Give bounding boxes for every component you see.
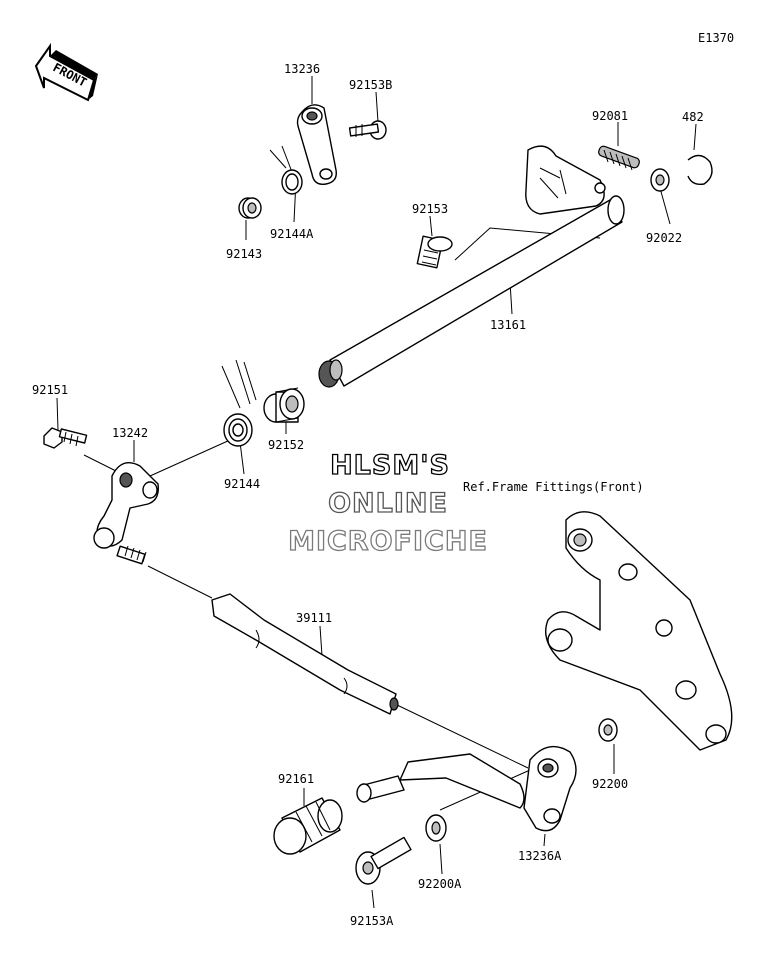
- label-92152: 92152: [268, 438, 304, 452]
- label-92144: 92144: [224, 477, 260, 491]
- part-92200-washer: [598, 718, 618, 742]
- part-92151-bolt: [43, 427, 88, 449]
- part-92022-washer: [650, 168, 670, 192]
- part-39111-tie-rod: [211, 593, 399, 715]
- part-92161-rubber: [273, 797, 343, 855]
- label-92200A: 92200A: [418, 877, 462, 891]
- watermark-line-1: HLSM'S: [330, 450, 450, 481]
- label-92143: 92143: [226, 247, 262, 261]
- diagram-code: E1370: [698, 31, 734, 45]
- label-39111: 39111: [296, 611, 332, 625]
- ref-note: Ref.Frame Fittings(Front): [463, 480, 644, 494]
- label-13242: 13242: [112, 426, 148, 440]
- label-13236: 13236: [284, 62, 320, 76]
- part-482-circlip: [687, 154, 713, 186]
- watermark-line-3: MICROFICHE: [288, 526, 488, 557]
- leader-lines: [56, 76, 697, 909]
- part-13161-shift-shaft: [318, 145, 625, 388]
- part-92153-bolt: [416, 235, 453, 269]
- frame-fitting: [545, 511, 733, 751]
- part-13242-shift-arm: [93, 462, 159, 565]
- label-92151: 92151: [32, 383, 68, 397]
- label-92153B: 92153B: [349, 78, 392, 92]
- label-13236A: 13236A: [518, 849, 562, 863]
- label-92153A: 92153A: [350, 914, 394, 928]
- label-92081: 92081: [592, 109, 628, 123]
- label-92153: 92153: [412, 202, 448, 216]
- part-13236-shift-arm: [296, 104, 337, 185]
- watermark-line-2: ONLINE: [328, 488, 448, 519]
- part-92153B-bolt: [348, 120, 387, 140]
- front-arrow-icon: FRONT: [34, 42, 98, 102]
- label-92022: 92022: [646, 231, 682, 245]
- label-482: 482: [682, 110, 704, 124]
- label-92200: 92200: [592, 777, 628, 791]
- part-92144A-spring: [269, 145, 303, 195]
- label-92144A: 92144A: [270, 227, 314, 241]
- label-13161: 13161: [490, 318, 526, 332]
- part-92153A-bolt: [355, 836, 412, 885]
- part-92143-collar: [238, 197, 262, 219]
- part-92081-spring: [598, 145, 640, 171]
- part-13236A-shift-pedal: [356, 745, 577, 832]
- part-92152-collar: [263, 387, 305, 423]
- label-92161: 92161: [278, 772, 314, 786]
- part-92144-spring: [221, 359, 257, 447]
- part-92200A-washer: [425, 814, 447, 842]
